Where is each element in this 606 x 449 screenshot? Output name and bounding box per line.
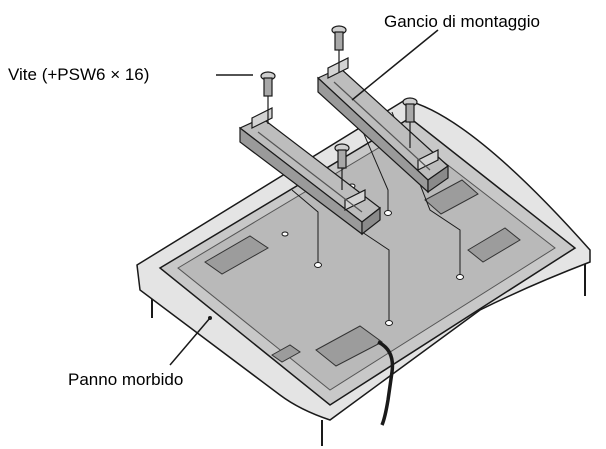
screw-1: [260, 71, 276, 124]
label-mounting-hook: Gancio di montaggio: [384, 12, 540, 31]
bracket-right: [316, 57, 449, 194]
cloth-pointer-dot: [208, 316, 212, 320]
leader-lines: [169, 29, 439, 366]
screw-2: [331, 25, 347, 72]
label-soft-cloth: Panno morbido: [68, 370, 184, 389]
bracket-left: [238, 107, 381, 236]
power-cable: [377, 340, 395, 426]
screw-3: [402, 97, 418, 148]
tv-back-recesses: [204, 179, 521, 367]
label-screw: Vite (+PSW6 × 16): [8, 65, 150, 84]
screws: [260, 25, 418, 190]
screw-4: [334, 143, 350, 190]
mounting-holes: [281, 183, 464, 326]
